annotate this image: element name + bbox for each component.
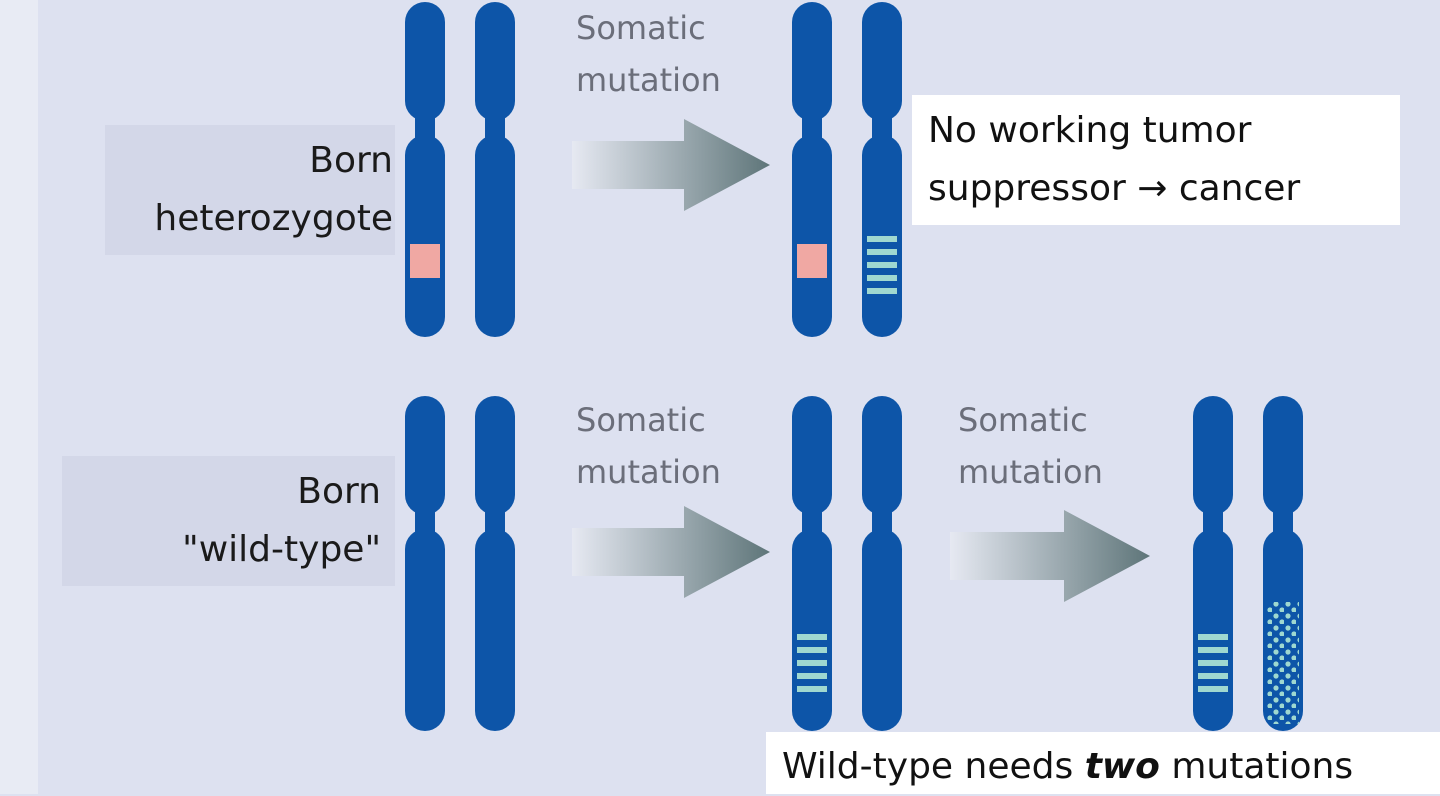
somatic-mutation-stripe <box>797 647 827 653</box>
chromosome-long-arm <box>405 135 445 337</box>
note-wild-type-needs-two: Wild-type needs two mutations <box>766 732 1440 794</box>
somatic-mutation-stripe <box>867 249 897 255</box>
chromosome-row2-pair2-a <box>792 396 832 731</box>
chromosome-short-arm <box>405 2 445 121</box>
chromosome-short-arm <box>475 2 515 121</box>
centromere <box>802 508 822 536</box>
somatic-mutation-stripe <box>867 262 897 268</box>
somatic-mutation-stripe <box>1198 673 1228 679</box>
arrow-row2-step2 <box>950 510 1150 602</box>
chromosome-row1-pair1-b <box>475 2 515 337</box>
arrow-label-row2-step1: Somatic mutation <box>576 394 721 498</box>
somatic-mutation-stripe <box>797 686 827 692</box>
chromosome-long-arm <box>1193 529 1233 731</box>
chromosome-row2-pair2-b <box>862 396 902 731</box>
centromere <box>485 114 505 142</box>
arrow-label-line-2: mutation <box>576 453 721 491</box>
centromere <box>1203 508 1223 536</box>
footer-text-after: mutations <box>1159 746 1354 787</box>
chromosome-row1-pair2-b <box>862 2 902 337</box>
centromere <box>1273 508 1293 536</box>
chromosome-long-arm <box>475 135 515 337</box>
chromosome-short-arm <box>405 396 445 515</box>
centromere <box>485 508 505 536</box>
label-line-2: heterozygote <box>154 198 393 239</box>
somatic-mutation-stripe <box>867 275 897 281</box>
chromosome-row2-pair3-a <box>1193 396 1233 731</box>
chromosome-short-arm <box>1263 396 1303 515</box>
somatic-mutation-stripe <box>1198 660 1228 666</box>
somatic-mutation-stripe <box>867 236 897 242</box>
centromere <box>802 114 822 142</box>
note-line-2: suppressor → cancer <box>928 168 1301 209</box>
arrow-label-row2-step2: Somatic mutation <box>958 394 1103 498</box>
chromosome-short-arm <box>862 396 902 515</box>
label-line-1: Born <box>309 140 393 181</box>
label-born-wild-type: Born "wild-type" <box>62 456 395 586</box>
somatic-mutation-stripe <box>867 288 897 294</box>
chromosome-row2-pair1-b <box>475 396 515 731</box>
centromere <box>415 508 435 536</box>
chromosome-row2-pair1-a <box>405 396 445 731</box>
inherited-mutation-band <box>410 244 440 278</box>
somatic-mutation-stripe <box>797 673 827 679</box>
somatic-mutation-stripe <box>797 660 827 666</box>
somatic-mutation-stripe <box>1198 647 1228 653</box>
chromosome-long-arm <box>862 529 902 731</box>
chromosome-short-arm <box>475 396 515 515</box>
note-line-1: No working tumor <box>928 110 1252 151</box>
somatic-mutation-stripe <box>1198 634 1228 640</box>
chromosome-short-arm <box>862 2 902 121</box>
second-mutation-dots <box>1267 602 1299 724</box>
arrow-label-line-1: Somatic <box>576 401 706 439</box>
chromosome-row2-pair3-b <box>1263 396 1303 731</box>
chromosome-long-arm <box>792 529 832 731</box>
chromosome-long-arm <box>792 135 832 337</box>
inherited-mutation-band <box>797 244 827 278</box>
chromosome-long-arm <box>405 529 445 731</box>
arrow-row2-step1 <box>572 506 770 598</box>
footer-text-emphasis: two <box>1084 746 1160 787</box>
chromosome-short-arm <box>792 2 832 121</box>
label-line-1: Born <box>297 471 381 512</box>
arrow-label-line-2: mutation <box>958 453 1103 491</box>
centromere <box>415 114 435 142</box>
arrow-label-row1-step1: Somatic mutation <box>576 2 721 106</box>
footer-text-before: Wild-type needs <box>782 746 1085 787</box>
somatic-mutation-stripe <box>1198 686 1228 692</box>
chromosome-short-arm <box>1193 396 1233 515</box>
note-no-working-tumor-suppressor: No working tumor suppressor → cancer <box>912 95 1400 225</box>
arrow-label-line-2: mutation <box>576 61 721 99</box>
arrow-label-line-1: Somatic <box>576 9 706 47</box>
left-edge-panel <box>0 0 38 794</box>
chromosome-row1-pair2-a <box>792 2 832 337</box>
arrow-row1-step1 <box>572 119 770 211</box>
chromosome-short-arm <box>792 396 832 515</box>
arrow-label-line-1: Somatic <box>958 401 1088 439</box>
chromosome-long-arm <box>475 529 515 731</box>
centromere <box>872 508 892 536</box>
chromosome-row1-pair1-a <box>405 2 445 337</box>
centromere <box>872 114 892 142</box>
somatic-mutation-stripe <box>797 634 827 640</box>
label-born-heterozygote: Born heterozygote <box>105 125 395 255</box>
label-line-2: "wild-type" <box>182 529 381 570</box>
